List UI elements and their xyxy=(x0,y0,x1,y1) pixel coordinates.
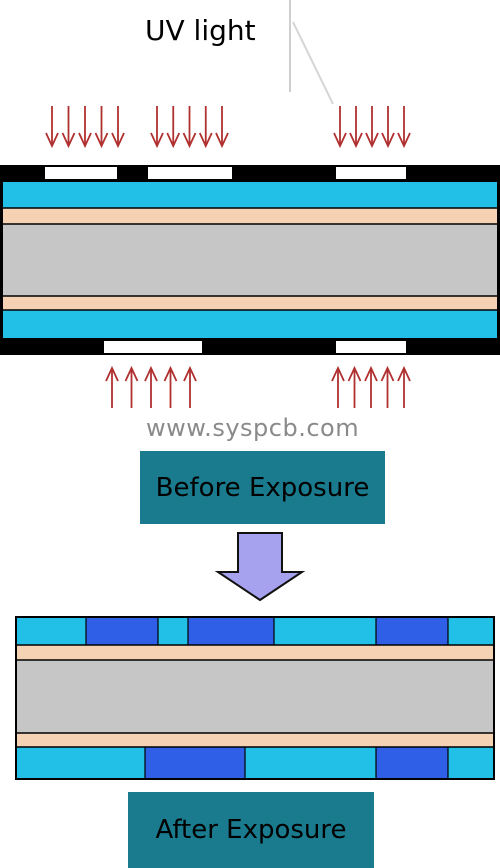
mask-opening xyxy=(104,341,202,353)
uv-arrow-bottom-left-head xyxy=(183,365,197,382)
exposed-resist xyxy=(145,747,245,778)
uv-arrow-top-right-head xyxy=(397,132,411,149)
mask-opening xyxy=(336,341,406,353)
down-arrow-icon xyxy=(214,532,306,602)
uv-arrow-top-right-head xyxy=(349,132,363,149)
top-photoresist-after xyxy=(17,618,493,645)
uv-arrow-top-middle-head xyxy=(198,132,213,149)
uv-arrow-bottom-left-head xyxy=(105,365,119,382)
top-photoresist xyxy=(3,182,497,208)
uv-arrow-bottom-right-head xyxy=(380,365,395,382)
uv-light-label: UV light xyxy=(145,14,256,47)
uv-arrow-bottom-right-head xyxy=(331,365,345,382)
uv-arrow-bottom-right-head xyxy=(364,365,378,382)
uv-arrow-bottom-left-head xyxy=(124,365,139,382)
bottom-photoresist xyxy=(3,310,497,338)
uv-arrow-top-left-head xyxy=(94,132,109,149)
uv-arrow-top-middle-head xyxy=(215,132,229,149)
uv-arrow-top-right-head xyxy=(365,132,379,149)
mask-opening xyxy=(45,167,117,179)
before-exposure-text: Before Exposure xyxy=(155,472,370,503)
core-substrate-after xyxy=(17,660,493,733)
exposed-resist xyxy=(376,747,448,778)
watermark-text: www.syspcb.com xyxy=(146,414,360,442)
mask-opening xyxy=(336,167,406,179)
before-exposure-label: Before Exposure xyxy=(140,451,385,524)
exposed-resist xyxy=(86,618,158,645)
uv-arrow-top-left-head xyxy=(61,132,76,149)
bottom-copper xyxy=(3,296,497,310)
uv-arrow-top-left-head xyxy=(111,132,125,149)
uv-arrow-bottom-right-head xyxy=(347,365,362,382)
top-copper xyxy=(3,208,497,224)
uv-arrow-top-right-head xyxy=(381,132,395,149)
bottom-photoresist-after xyxy=(17,747,493,778)
uv-arrow-top-middle-head xyxy=(150,132,164,149)
uv-arrow-top-middle-head xyxy=(182,132,197,149)
photomask-frame xyxy=(0,165,500,355)
uv-arrow-top-middle-head xyxy=(166,132,181,149)
top-copper-after xyxy=(17,645,493,660)
uv-arrow-bottom-right-head xyxy=(397,365,411,382)
exposed-resist xyxy=(188,618,274,645)
after-exposure-label: After Exposure xyxy=(128,792,374,868)
uv-arrow-bottom-left-head xyxy=(163,365,178,382)
pointer-line-diagonal xyxy=(292,21,334,105)
bottom-copper-after xyxy=(17,733,493,747)
exposed-resist xyxy=(376,618,448,645)
after-stack-frame xyxy=(15,616,495,780)
uv-arrow-top-left-head xyxy=(78,132,92,149)
uv-arrow-top-left-head xyxy=(45,132,59,149)
core-substrate xyxy=(3,224,497,296)
uv-arrow-top-right-head xyxy=(333,132,347,149)
uv-arrow-bottom-left-head xyxy=(144,365,158,382)
after-exposure-text: After Exposure xyxy=(155,815,347,845)
mask-opening xyxy=(148,167,232,179)
